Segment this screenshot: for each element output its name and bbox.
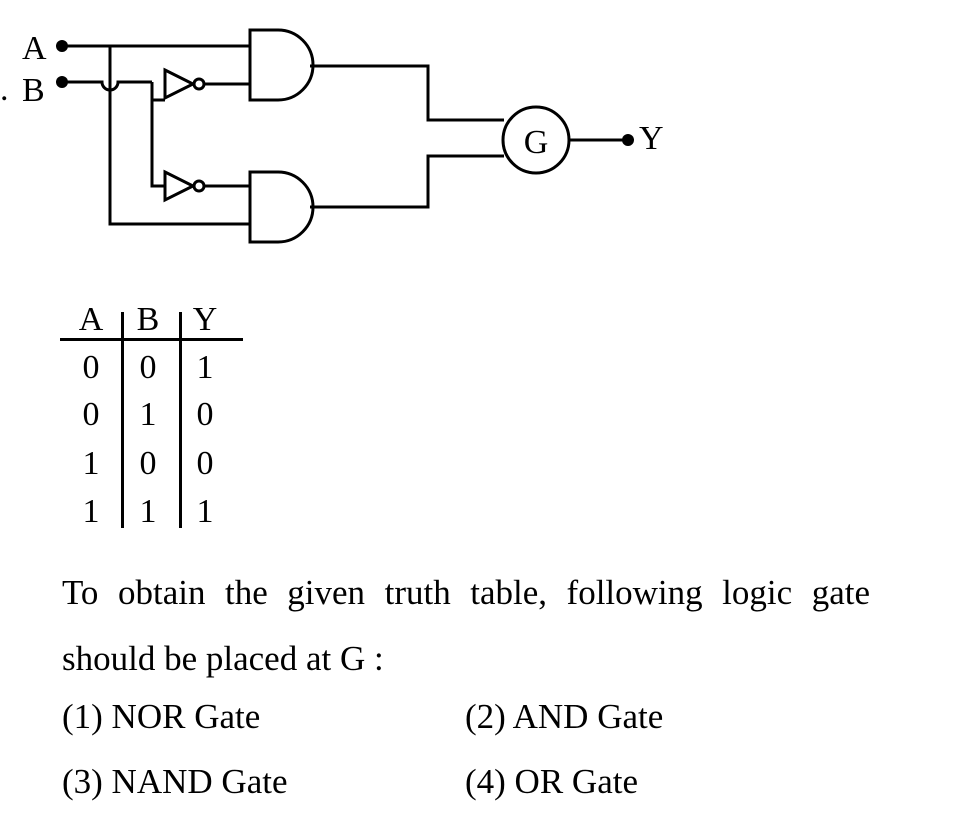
- lower-not-bubble: [192, 179, 206, 193]
- truth-table-header: Y: [192, 301, 218, 338]
- wire-b-to-lower-not: [150, 100, 165, 188]
- option-4-or-gate[interactable]: (4) OR Gate: [465, 762, 639, 801]
- truth-table-cell: 0: [82, 396, 100, 433]
- truth-table-cell: 1: [139, 396, 157, 433]
- lower-not-gate: [163, 169, 197, 203]
- option-1-nor-gate[interactable]: (1) NOR Gate: [62, 697, 261, 736]
- question-number-mark: .: [0, 71, 9, 108]
- truth-table-column-divider: [121, 312, 124, 528]
- wire-a-branch: [108, 46, 250, 226]
- truth-table: A B Y 0 0 1 0 1 0 1 0 0 1 1 1: [60, 296, 250, 536]
- upper-and-gate: [248, 28, 315, 102]
- wire-b-main: [62, 80, 152, 92]
- wire-lower-and-out: [310, 154, 504, 209]
- truth-table-column-divider: [179, 312, 182, 528]
- truth-table-cell: 1: [196, 493, 214, 530]
- truth-table-cell: 0: [196, 445, 214, 482]
- truth-table-cell: 0: [196, 396, 214, 433]
- truth-table-cell: 1: [139, 493, 157, 530]
- output-y-label: Y: [639, 120, 664, 157]
- input-a-label: A: [22, 30, 47, 67]
- option-2-and-gate[interactable]: (2) AND Gate: [465, 697, 664, 736]
- wire-upper-and-out: [310, 64, 504, 122]
- logic-circuit-diagram: . A B G Y: [0, 28, 664, 244]
- wire-b-to-upper-not: [150, 82, 165, 102]
- truth-table-cell: 1: [82, 445, 100, 482]
- truth-table-cell: 0: [82, 349, 100, 386]
- option-3-nand-gate[interactable]: (3) NAND Gate: [62, 762, 288, 801]
- upper-not-bubble: [192, 77, 206, 91]
- truth-table-cell: 1: [82, 493, 100, 530]
- truth-table-header: A: [78, 301, 104, 338]
- truth-table-header-divider: [60, 338, 243, 341]
- truth-table-header: B: [136, 301, 160, 338]
- output-terminal: [622, 134, 634, 146]
- truth-table-cell: 1: [196, 349, 214, 386]
- lower-and-gate: [248, 170, 315, 244]
- input-b-label: B: [22, 72, 45, 109]
- truth-table-cell: 0: [139, 445, 157, 482]
- question-text: To obtain the given truth table, followi…: [62, 573, 870, 678]
- truth-table-cell: 0: [139, 349, 157, 386]
- gate-g-label: G: [524, 124, 549, 161]
- upper-not-gate: [163, 67, 197, 101]
